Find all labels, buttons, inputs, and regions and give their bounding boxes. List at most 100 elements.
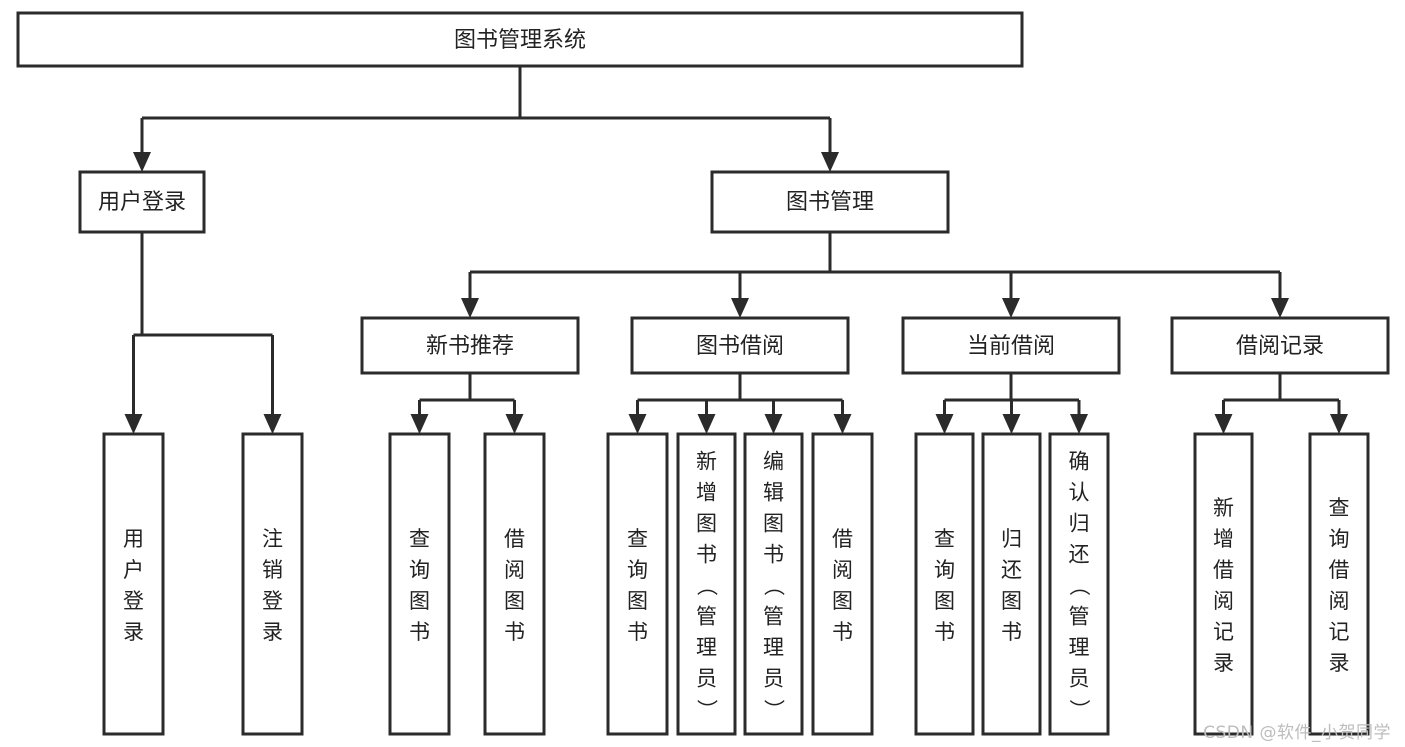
svg-text:归: 归	[1069, 512, 1090, 536]
leaf-add-book-box[interactable]	[676, 432, 737, 736]
node-user-login[interactable]: 用户登录	[78, 170, 206, 234]
svg-text:书: 书	[832, 620, 853, 644]
leaf-confirm-return-box[interactable]	[1048, 432, 1110, 736]
user-login-label: 用户登录	[98, 190, 186, 215]
svg-text:查: 查	[1329, 496, 1350, 520]
leaf-query-record-box[interactable]	[1308, 432, 1370, 736]
svg-text:确: 确	[1069, 450, 1090, 474]
leaf-return-book-box[interactable]	[981, 432, 1042, 736]
svg-text:记: 记	[1213, 620, 1234, 644]
svg-text:）: ）	[762, 699, 786, 720]
svg-text:图: 图	[409, 589, 430, 613]
svg-text:书: 书	[763, 543, 784, 567]
leaf-add-record-box[interactable]	[1193, 432, 1254, 736]
svg-text:（: （	[762, 575, 786, 596]
svg-text:登: 登	[262, 589, 283, 613]
node-borrow-record[interactable]: 借阅记录	[1170, 316, 1390, 375]
borrow-record-box[interactable]	[1170, 316, 1390, 375]
arrow-head-icon	[1002, 298, 1020, 318]
svg-text:增: 增	[1213, 527, 1234, 551]
svg-text:归: 归	[1001, 527, 1022, 551]
svg-text:阅: 阅	[1213, 589, 1234, 613]
svg-text:图: 图	[1001, 589, 1022, 613]
svg-text:还: 还	[1069, 543, 1090, 567]
arrow-head-icon	[263, 414, 282, 434]
arrow-head-icon	[731, 298, 749, 318]
svg-text:理: 理	[696, 636, 717, 660]
root-box[interactable]	[16, 11, 1024, 68]
leaf-query-book-1-box[interactable]	[388, 432, 451, 736]
leaf-user-logout-box[interactable]	[241, 432, 304, 736]
book-borrow-label: 图书借阅	[696, 334, 784, 359]
svg-text:户: 户	[123, 558, 144, 582]
svg-text:询: 询	[409, 558, 430, 582]
arrow-head-icon	[461, 298, 479, 318]
svg-text:注: 注	[262, 527, 283, 551]
csdn-watermark: CSDN @软件_小贺同学	[1203, 723, 1391, 743]
arrow-head-icon	[1330, 414, 1348, 434]
arrow-head-icon	[697, 414, 716, 434]
arrow-head-icon	[628, 414, 647, 434]
svg-text:员: 员	[1069, 667, 1090, 691]
svg-text:阅: 阅	[504, 558, 525, 582]
leaf-edit-book-box[interactable]	[743, 432, 804, 736]
svg-text:认: 认	[1069, 481, 1090, 505]
svg-text:阅: 阅	[832, 558, 853, 582]
svg-text:管: 管	[1069, 605, 1090, 629]
svg-text:登: 登	[123, 589, 144, 613]
node-new-book-rec[interactable]: 新书推荐	[360, 316, 580, 375]
root-label: 图书管理系统	[454, 28, 586, 53]
svg-text:书: 书	[409, 620, 430, 644]
leaf-query-book-2-box[interactable]	[606, 432, 669, 736]
svg-text:借: 借	[504, 527, 525, 551]
book-manage-box[interactable]	[710, 170, 950, 234]
svg-text:询: 询	[627, 558, 648, 582]
new-book-rec-box[interactable]	[360, 316, 580, 375]
node-book-borrow[interactable]: 图书借阅	[630, 316, 850, 375]
arrow-head-icon	[821, 152, 839, 172]
svg-text:书: 书	[504, 620, 525, 644]
leaf-layer: 用户登录注销登录查询图书借阅图书查询图书新增图书（管理员）编辑图书（管理员）借阅…	[102, 432, 1370, 736]
svg-text:借: 借	[832, 527, 853, 551]
book-borrow-box[interactable]	[630, 316, 850, 375]
current-borrow-box[interactable]	[901, 316, 1121, 375]
user-login-box[interactable]	[78, 170, 206, 234]
node-book-manage[interactable]: 图书管理	[710, 170, 950, 234]
leaf-user-login-box[interactable]	[102, 432, 165, 736]
node-current-borrow[interactable]: 当前借阅	[901, 316, 1121, 375]
arrow-head-icon	[764, 414, 783, 434]
book-manage-label: 图书管理	[786, 190, 874, 215]
leaf-borrow-book-1-box[interactable]	[483, 432, 546, 736]
svg-text:查: 查	[409, 527, 430, 551]
arrow-head-icon	[1271, 298, 1289, 318]
arrow-head-icon	[505, 414, 524, 434]
leaf-borrow-book-2-box[interactable]	[811, 432, 874, 736]
svg-text:书: 书	[934, 620, 955, 644]
svg-text:阅: 阅	[1329, 589, 1350, 613]
node-root[interactable]: 图书管理系统	[16, 11, 1024, 68]
svg-text:查: 查	[934, 527, 955, 551]
leaf-node-leaf-user-login[interactable]: 用户登录	[102, 432, 165, 736]
leaf-query-book-3-box[interactable]	[914, 432, 975, 736]
